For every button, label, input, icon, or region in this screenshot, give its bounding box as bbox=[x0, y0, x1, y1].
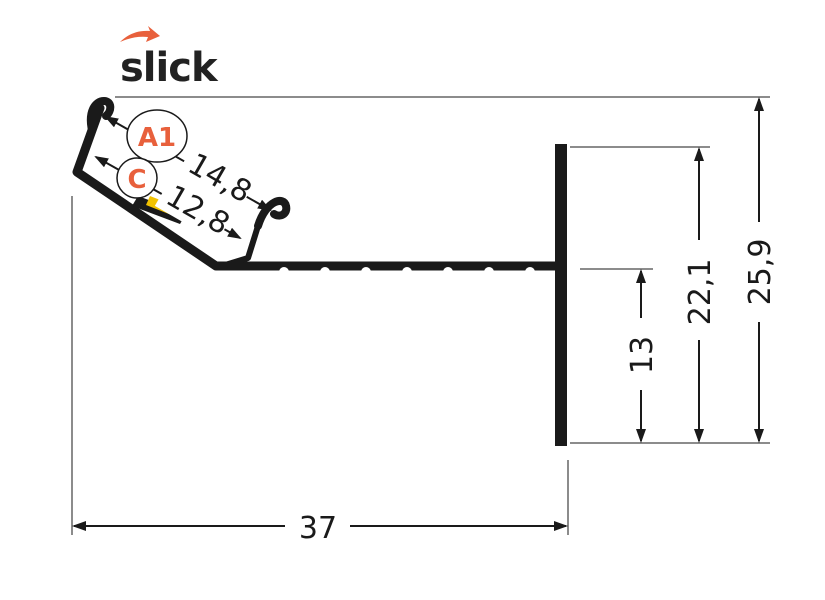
badge-c-label: C bbox=[127, 165, 146, 195]
extension-lines bbox=[71, 96, 770, 535]
profile-inner-rib bbox=[219, 223, 261, 269]
dim-width-label: 37 bbox=[299, 511, 337, 546]
dimension-width: 37 bbox=[72, 511, 568, 546]
badge-a1: A1 bbox=[126, 109, 188, 163]
dimension-stem-height: 13 bbox=[625, 269, 660, 443]
arrow-swoosh-icon bbox=[120, 26, 160, 42]
dim-fin-height-label: 22,1 bbox=[683, 259, 718, 326]
dimension-fin-height: 22,1 bbox=[683, 147, 718, 443]
badge-c: C bbox=[116, 157, 158, 199]
logo-wordmark: slick bbox=[120, 45, 219, 91]
dimension-total-height: 25,9 bbox=[743, 97, 778, 443]
badge-a1-label: A1 bbox=[138, 123, 176, 153]
dim-total-height-label: 25,9 bbox=[743, 239, 778, 306]
slick-logo: slick bbox=[120, 26, 220, 91]
dim-stem-height-label: 13 bbox=[625, 336, 660, 374]
profile-left-hook bbox=[86, 97, 115, 134]
base-serrations bbox=[279, 267, 535, 277]
